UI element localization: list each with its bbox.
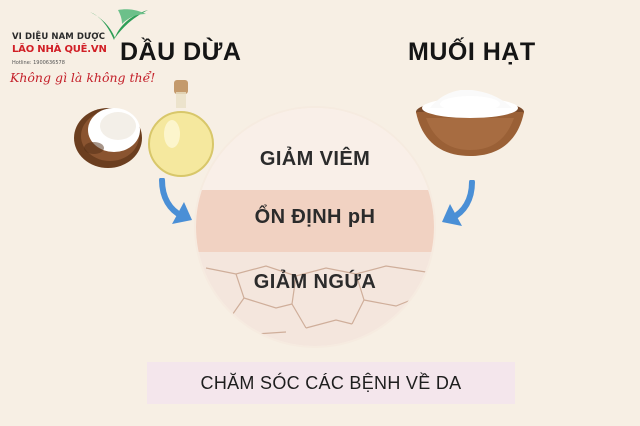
benefit-reduce-itching: GIẢM NGỨA [253,271,377,293]
logo-hotline: Hotline: 1900636578 [12,60,65,66]
brand-logo: VI DIỆU NAM DƯỢC LÃO NHÀ QUÊ.VN Hotline:… [6,8,156,88]
curved-arrow-icon [442,180,475,226]
title-coconut-oil: DẦU DỪA [120,38,242,66]
caption-text: CHĂM SÓC CÁC BỆNH VỀ DA [200,373,462,393]
logo-slogan: Không gì là không thể! [10,70,156,85]
leaf-v-logo-icon [90,9,148,40]
caption-banner: CHĂM SÓC CÁC BỆNH VỀ DA [147,362,515,404]
logo-brand-line: VI DIỆU NAM DƯỢC [12,32,106,42]
benefit-reduce-inflammation: GIẢM VIÊM [259,148,371,170]
dry-skin-cracks [205,265,427,335]
curved-arrow-icon [159,178,192,224]
skin-layers-circle: GIẢM VIÊM ỔN ĐỊNH pH GIẢM NGỨA [196,108,434,346]
skin-layer-middle [196,190,434,252]
benefit-stabilize-ph: ỔN ĐỊNH pH [254,206,376,228]
salt-bowl-icon [416,90,524,156]
logo-site-name: LÃO NHÀ QUÊ.VN [12,44,107,55]
skin-layer-top [196,108,434,190]
title-salt: MUỐI HẠT [408,38,536,66]
